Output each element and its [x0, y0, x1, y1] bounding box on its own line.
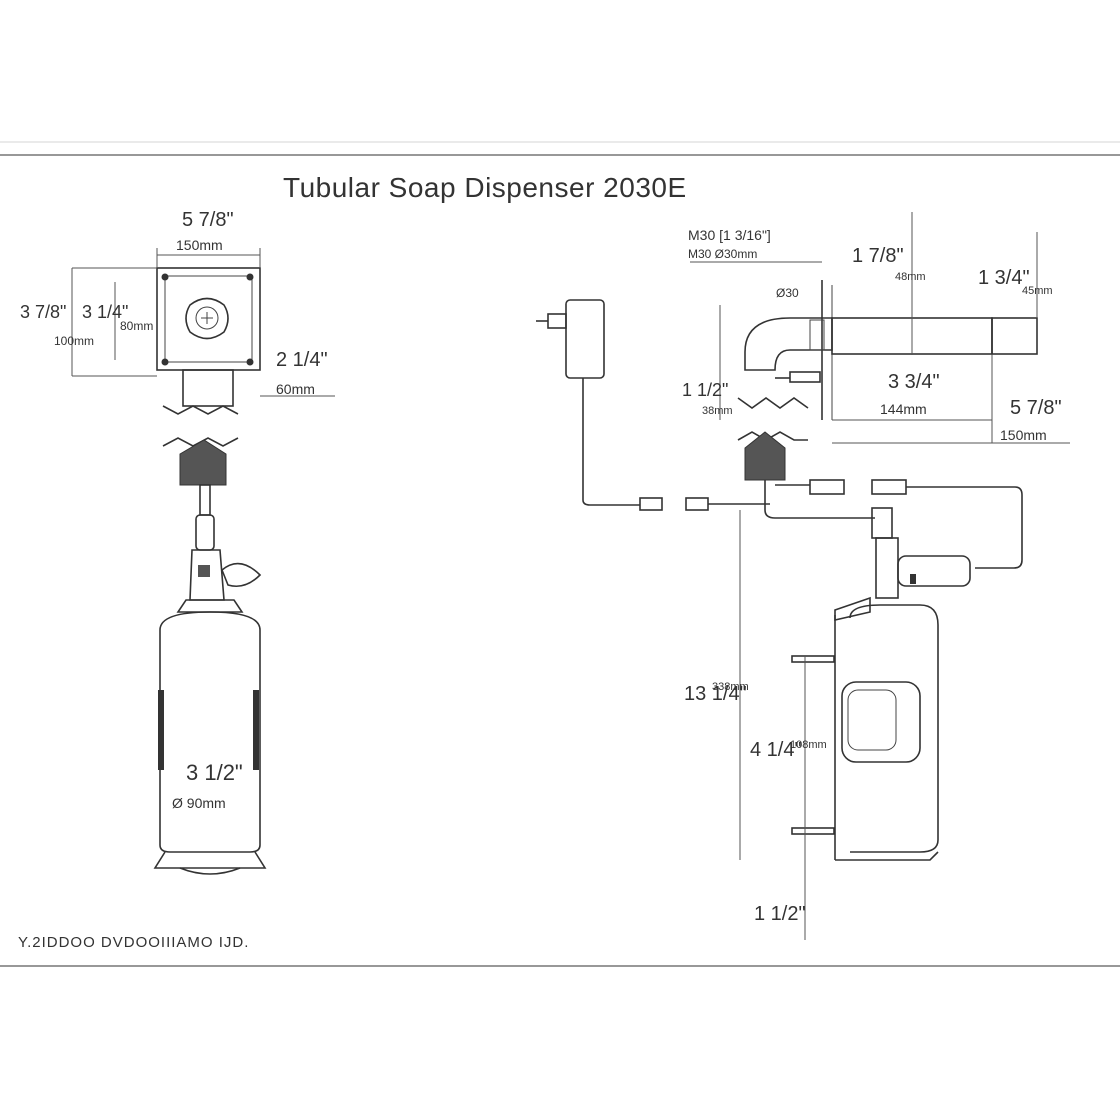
- nut-dim-frac: M30 [1 3/16"]: [688, 227, 771, 243]
- vertical-mm: 338mm: [712, 681, 749, 693]
- bottom-frac: 1 1/2": [754, 903, 806, 925]
- vertical-frac: 13 1/4": [684, 683, 747, 705]
- drawing-title: Tubular Soap Dispenser 2030E: [283, 172, 687, 203]
- top-right-frac: 1 3/4": [978, 267, 1030, 289]
- left-outer-dim-mm: 100mm: [54, 334, 94, 348]
- thickness-frac: 1 1/2": [682, 380, 728, 400]
- company-footer: Y.2IDDOO DVDOOIIIAMO IJD.: [18, 934, 250, 951]
- left-inner-dim-mm: 80mm: [120, 319, 153, 333]
- bracket-mm: 108mm: [790, 739, 827, 751]
- left-dimension-lines: [71, 248, 335, 397]
- right-dim-frac: 2 1/4": [276, 349, 328, 371]
- tubing: [708, 479, 1023, 599]
- left-top-dim-mm: 150mm: [176, 237, 223, 253]
- thickness-mm: 38mm: [702, 405, 733, 417]
- reach-mm: 144mm: [880, 401, 927, 417]
- left-top-dim-frac: 5 7/8": [182, 209, 234, 231]
- spout-height-frac: 1 7/8": [852, 245, 904, 267]
- power-adapter: [536, 299, 709, 511]
- bottle-dim-frac: 3 1/2": [186, 760, 243, 785]
- nut-dim-mm: M30 Ø30mm: [688, 247, 757, 261]
- spout-height-mm: 48mm: [895, 271, 926, 283]
- nut-label: Ø30: [776, 286, 799, 300]
- total-frac: 5 7/8": [1010, 397, 1062, 419]
- left-outer-dim-frac: 3 7/8": [20, 302, 66, 322]
- left-bottle-assembly: [153, 484, 267, 875]
- top-right-mm: 45mm: [1022, 285, 1053, 297]
- flange-top-view: [156, 267, 261, 371]
- right-bottle-assembly: [791, 596, 939, 861]
- right-dim-mm: 60mm: [276, 381, 315, 397]
- bracket-frac: 4 1/4": [750, 739, 802, 761]
- total-mm: 150mm: [1000, 427, 1047, 443]
- right-dimension-lines: [690, 212, 1070, 940]
- reach-frac: 3 3/4": [888, 371, 940, 393]
- left-inner-dim-frac: 3 1/4": [82, 302, 128, 322]
- flange-neck: [162, 369, 239, 486]
- bottle-dim-mm: Ø 90mm: [172, 795, 226, 811]
